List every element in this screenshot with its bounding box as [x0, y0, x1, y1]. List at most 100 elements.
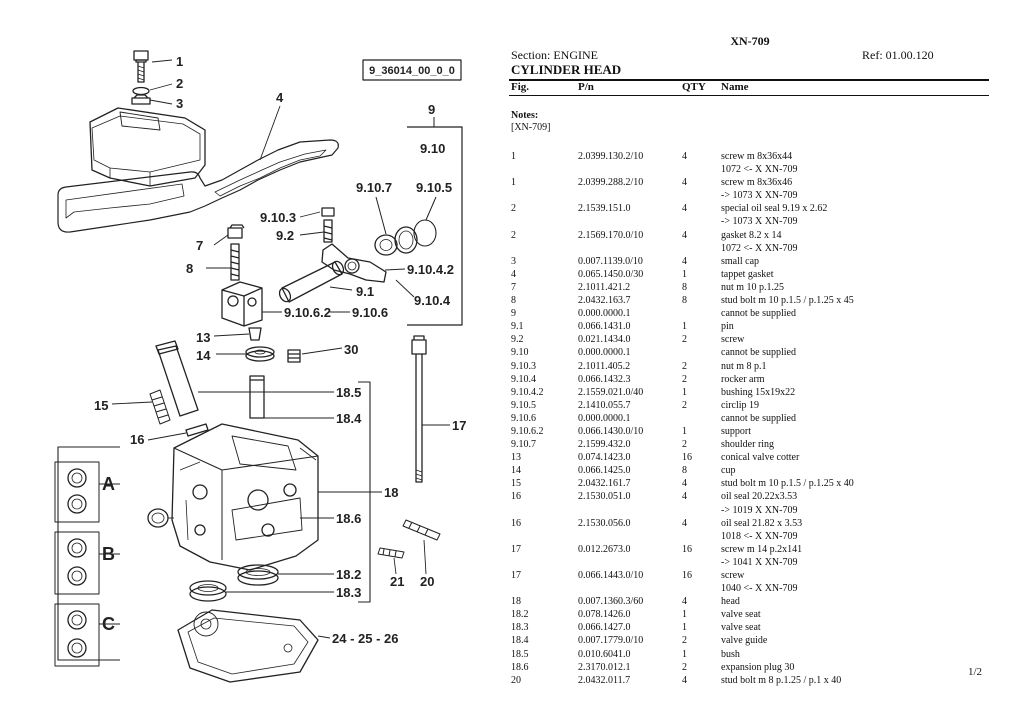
name-cell: cannot be supplied — [721, 412, 796, 424]
name-cell: screw — [721, 334, 745, 346]
screw-9-2-part — [323, 219, 333, 243]
fig-cell: 8 — [511, 295, 516, 307]
fig-cell: 9.2 — [511, 334, 524, 346]
fig-cell: 9.10.4 — [511, 373, 536, 385]
name-cell: small cap — [721, 255, 760, 267]
part-number-cell: 0.066.1425.0 — [578, 465, 631, 477]
table-row: -> 1073 X XN-709 — [511, 215, 991, 228]
name-cell: bush — [721, 648, 740, 660]
tappet-cover-part — [89, 107, 206, 187]
fig-cell: 3 — [511, 255, 516, 267]
quantity-cell: 16 — [682, 543, 692, 555]
stud-bolt-8-part — [230, 243, 240, 281]
column-header-fig: Fig. — [511, 81, 530, 93]
name-cell: -> 1041 X XN-709 — [721, 556, 798, 568]
quantity-cell: 8 — [682, 465, 687, 477]
name-cell: tappet gasket — [721, 268, 774, 280]
quantity-cell: 4 — [682, 596, 687, 608]
part-number-cell: 0.066.1431.0 — [578, 321, 631, 333]
expansion-plug-18-6-part — [147, 508, 169, 528]
quantity-cell: 1 — [682, 609, 687, 621]
table-row: 1040 <- X XN-709 — [511, 582, 991, 595]
part-number-cell: 0.021.1434.0 — [578, 334, 631, 346]
callout: 1 — [176, 54, 183, 69]
quantity-cell: 4 — [682, 229, 687, 241]
support-9-10-6-2-part — [221, 281, 263, 327]
callout: 2 — [176, 76, 183, 91]
quantity-cell: 4 — [682, 478, 687, 490]
name-cell: gasket 8.2 x 14 — [721, 229, 782, 241]
quantity-cell: 16 — [682, 452, 692, 464]
stud-bolt-20-part — [402, 519, 441, 541]
fig-cell: 1 — [511, 177, 516, 189]
section-label: Section: ENGINE — [511, 48, 598, 62]
small-cap-3-part — [131, 94, 151, 105]
name-cell: valve seat — [721, 609, 761, 621]
name-cell: valve guide — [721, 635, 768, 647]
header-rule — [509, 95, 989, 96]
fig-cell: 9.10.7 — [511, 439, 536, 451]
oil-seal-16-part — [185, 423, 209, 437]
quantity-cell: 2 — [682, 373, 687, 385]
screw-1-part — [133, 50, 149, 83]
fig-cell: 2 — [511, 229, 516, 241]
callout: C — [102, 614, 115, 634]
callout: 21 — [390, 574, 404, 589]
stud-bolt-21-part — [377, 547, 405, 559]
callout: 18.5 — [336, 385, 361, 400]
page-number: 1/2 — [968, 666, 983, 678]
table-row: 1072 <- X XN-709 — [511, 242, 991, 255]
tappet-gasket-4-part — [57, 139, 339, 233]
part-number-cell: 0.000.0000.1 — [578, 308, 631, 320]
fig-cell: 9.1 — [511, 321, 524, 333]
fig-cell: 9 — [511, 308, 516, 320]
cylinder-head-18-part — [171, 423, 319, 571]
fig-cell: 16 — [511, 517, 521, 529]
quantity-cell: 1 — [682, 425, 687, 437]
table-row: 1018 <- X XN-709 — [511, 530, 991, 543]
fig-cell: 9.10.6 — [511, 412, 536, 424]
pin-9-1-part — [278, 260, 345, 303]
valve-spring-part — [157, 345, 199, 417]
callout: 9.10.6 — [352, 305, 388, 320]
part-number-cell: 0.078.1426.0 — [578, 609, 631, 621]
callout: 4 — [276, 90, 284, 105]
quantity-cell: 1 — [682, 321, 687, 333]
name-cell: valve seat — [721, 622, 761, 634]
name-cell: -> 1073 X XN-709 — [721, 216, 798, 228]
name-cell: 1072 <- X XN-709 — [721, 164, 798, 176]
callout: 15 — [94, 398, 108, 413]
name-cell: 1072 <- X XN-709 — [721, 242, 798, 254]
callout: 30 — [344, 342, 358, 357]
table-row: -> 1073 X XN-709 — [511, 189, 991, 202]
quantity-cell: 2 — [682, 635, 687, 647]
callout: A — [102, 474, 115, 494]
callout: 18 — [384, 485, 398, 500]
callout: 9.1 — [356, 284, 374, 299]
name-cell: oil seal 21.82 x 3.53 — [721, 517, 803, 529]
fig-cell: 18.6 — [511, 661, 529, 673]
page-title: CYLINDER HEAD — [511, 62, 622, 77]
name-cell: bushing 15x19x22 — [721, 386, 796, 398]
part-number-cell: 0.066.1430.0/10 — [578, 425, 644, 437]
quantity-cell: 4 — [682, 151, 687, 162]
table-row: 1072 <- X XN-709 — [511, 163, 991, 176]
callout: 9.2 — [276, 228, 294, 243]
quantity-cell: 1 — [682, 648, 687, 660]
